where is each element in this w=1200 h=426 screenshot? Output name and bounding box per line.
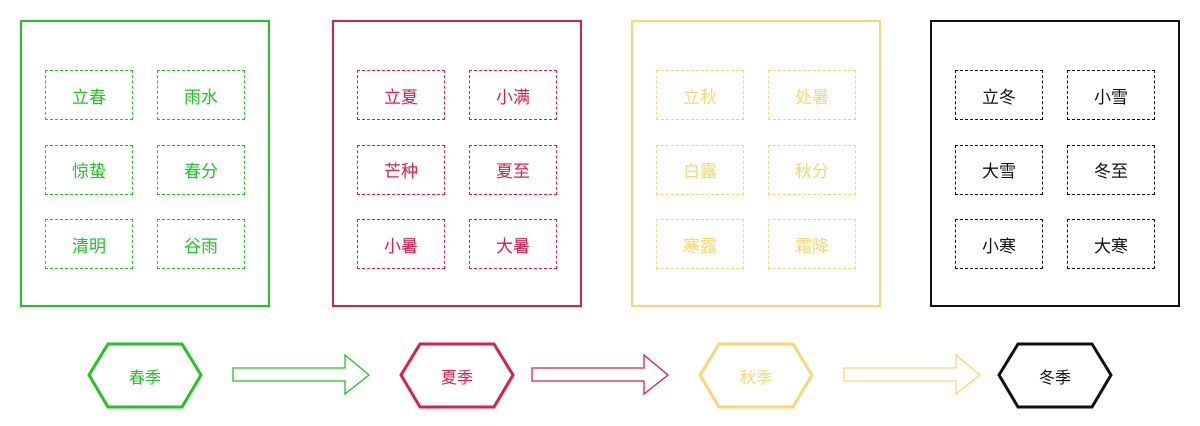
solar-term: 谷雨: [157, 219, 245, 269]
solar-term: 惊蛰: [45, 144, 133, 195]
solar-term: 小寒: [955, 219, 1043, 269]
solar-term: 立夏: [357, 70, 445, 120]
season-hexagon: [997, 342, 1113, 409]
solar-term: 大暑: [469, 219, 557, 269]
solar-term: 清明: [45, 219, 133, 269]
solar-term: 大雪: [955, 144, 1043, 195]
season-label: 春季: [128, 368, 161, 387]
season-box: [631, 20, 881, 307]
solar-term: 寒露: [656, 219, 744, 269]
solar-term: 夏至: [469, 144, 557, 195]
solar-term: 白露: [656, 144, 744, 195]
season-box: [930, 20, 1180, 307]
solar-term: 小雪: [1067, 70, 1155, 120]
solar-term: 大寒: [1067, 219, 1155, 269]
solar-term: 小暑: [357, 219, 445, 269]
arrow-right-icon: [232, 353, 371, 396]
season-flow: [87, 342, 1113, 409]
season-label: 夏季: [440, 368, 473, 387]
solar-term: 冬至: [1067, 144, 1155, 195]
solar-term: 春分: [157, 144, 245, 195]
solar-term: 霜降: [768, 219, 856, 269]
season-box: [20, 20, 270, 307]
season-label: 冬季: [1038, 368, 1071, 387]
solar-term: 立冬: [955, 70, 1043, 120]
solar-term: 小满: [469, 70, 557, 120]
season-hexagon: [698, 342, 814, 409]
season-label: 秋季: [739, 368, 772, 387]
solar-term: 立春: [45, 70, 133, 120]
season-hexagon: [87, 342, 203, 409]
solar-term: 处暑: [768, 70, 856, 120]
solar-term: 秋分: [768, 144, 856, 195]
season-hexagon: [399, 342, 515, 409]
season-box: [332, 20, 582, 307]
solar-term: 立秋: [656, 70, 744, 120]
solar-term: 雨水: [157, 70, 245, 120]
arrow-right-icon: [531, 353, 670, 396]
arrow-right-icon: [843, 353, 982, 396]
solar-term: 芒种: [357, 144, 445, 195]
